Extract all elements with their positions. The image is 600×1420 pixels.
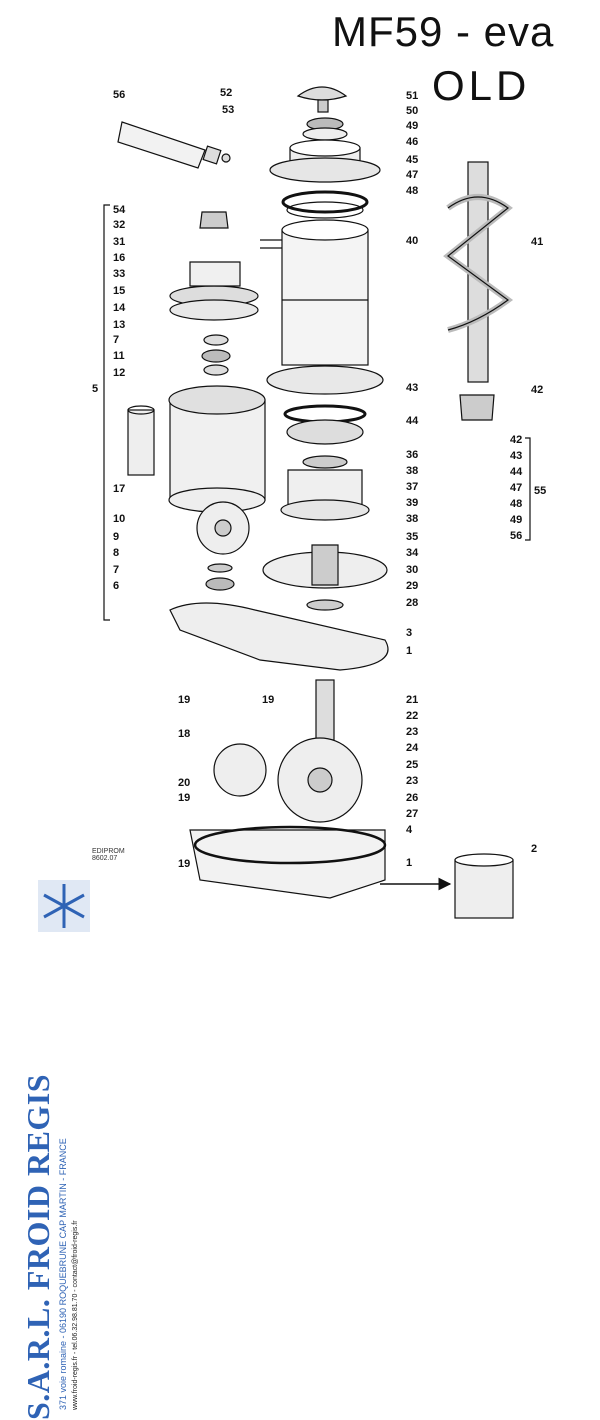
left-part-label-24: 20 [178,777,190,789]
top-cap [296,86,348,101]
right-part-label-7: 40 [406,235,418,247]
publisher-code: 8602.07 [92,855,118,862]
left-part-label-8: 15 [113,285,125,297]
right-part-label-20: 29 [406,580,418,592]
right-part-label-1: 50 [406,105,418,117]
left-part-label-18: 8 [113,547,119,559]
right-part-label-33: 1 [406,857,412,869]
left-part-label-9: 14 [113,302,126,314]
right-part-label-14: 37 [406,481,418,493]
right-part-label-16: 38 [406,513,418,525]
right-part-label-28: 25 [406,759,418,771]
left-part-label-26: 19 [178,858,190,870]
left-part-label-17: 9 [113,531,119,543]
kit-item-1: 43 [510,450,522,462]
right-part-label-31: 27 [406,808,418,820]
right-part-label-10: 43 [406,382,418,394]
left-part-label-21: 19 [178,694,190,706]
left-part-label-16: 10 [113,513,125,525]
kit-item-3: 47 [510,482,522,494]
diagram-title: MF59 - eva [332,8,555,55]
left-part-label-1: 52 [220,87,232,99]
kit-number: 55 [534,485,546,497]
right-part-label-4: 45 [406,154,418,166]
right-part-label-5: 47 [406,169,418,181]
kit-item-2: 44 [510,466,523,478]
left-part-label-15: 17 [113,483,125,495]
left-part-label-19: 7 [113,564,119,576]
company-contact: www.froid-regis.fr - tel.06.32.98.81.70 … [72,1220,79,1410]
company-address: 371 voie romaine - 06190 ROQUEBRUNE CAP … [58,1138,68,1410]
left-part-label-22: 19 [262,694,274,706]
right-part-label-0: 51 [406,90,418,102]
company-name: S.A.R.L. FROID REGIS [20,1073,56,1420]
left-part-label-20: 6 [113,580,119,592]
right-part-label-34: 2 [531,843,537,855]
right-part-label-22: 3 [406,627,412,639]
left-part-label-5: 31 [113,236,125,248]
kit-item-0: 42 [510,434,522,446]
right-part-label-15: 39 [406,497,418,509]
publisher-mark: EDIPROM 8602.07 [92,848,125,862]
right-part-label-30: 26 [406,792,418,804]
diagram-subtitle: OLD [432,62,531,109]
left-part-label-10: 13 [113,319,125,331]
left-part-label-23: 18 [178,728,190,740]
left-part-label-25: 19 [178,792,190,804]
kit-list: 42 43 44 47 48 49 56 55 [510,434,546,542]
right-part-label-24: 21 [406,694,418,706]
grease-tube [117,121,231,169]
left-part-label-3: 54 [113,204,126,216]
auger [443,161,514,383]
right-part-label-26: 23 [406,726,418,738]
publisher-name: EDIPROM [92,848,125,855]
left-part-label-6: 16 [113,252,125,264]
evaporator-cylinder [281,229,369,366]
right-part-label-21: 28 [406,597,418,609]
right-part-label-27: 24 [406,742,419,754]
left-part-label-2: 53 [222,104,234,116]
snowflake-logo-icon [38,880,90,932]
right-part-label-18: 34 [406,547,419,559]
left-part-label-0: 56 [113,89,125,101]
right-part-label-19: 30 [406,564,418,576]
right-part-label-6: 48 [406,185,418,197]
kit-item-5: 49 [510,514,522,526]
right-part-label-12: 36 [406,449,418,461]
right-part-label-25: 22 [406,710,418,722]
right-part-label-23: 1 [406,645,412,657]
right-part-label-17: 35 [406,531,418,543]
kit-item-6: 56 [510,530,522,542]
motor-block [168,385,266,513]
kit-item-4: 48 [510,498,522,510]
right-part-label-13: 38 [406,465,418,477]
right-part-label-11: 44 [406,415,419,427]
left-part-label-11: 7 [113,334,119,346]
right-part-label-32: 4 [406,824,413,836]
left-part-label-12: 11 [113,350,125,362]
left-part-label-7: 33 [113,268,125,280]
left-part-label-4: 32 [113,219,125,231]
left-part-label-13: 5 [92,383,98,395]
right-part-label-29: 23 [406,775,418,787]
right-part-label-9: 42 [531,384,543,396]
company-sidebar: S.A.R.L. FROID REGIS 371 voie romaine - … [20,1000,100,1420]
right-part-label-8: 41 [531,236,543,248]
left-part-labels: 56 52 53 54 32 31 16 33 15 14 13 7 11 5 12 17 10 9 8 7 6 19 19… [92,87,274,870]
left-part-label-14: 12 [113,367,125,379]
right-part-label-3: 46 [406,136,418,148]
right-part-label-2: 49 [406,120,418,132]
